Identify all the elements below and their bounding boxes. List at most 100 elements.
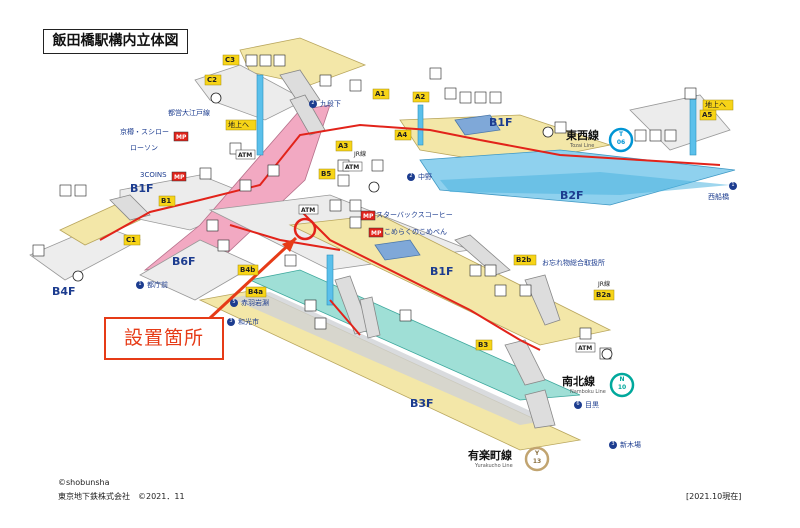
tozai-service-block bbox=[454, 114, 501, 136]
exit-b2b: B2b bbox=[516, 256, 532, 264]
floor-b1f-center: B1F bbox=[430, 265, 454, 278]
namboku-line-name: 南北線 bbox=[562, 375, 595, 388]
floor-b3f: B3F bbox=[410, 397, 434, 410]
namboku-badge bbox=[609, 372, 635, 398]
exit-a3: A3 bbox=[338, 142, 349, 150]
direction-markers bbox=[136, 100, 737, 449]
dir-nishifunabashi: 西船橋 bbox=[708, 193, 729, 201]
svg-text:MP: MP bbox=[371, 230, 382, 237]
label-jr-small: JR線 bbox=[354, 151, 366, 158]
exit-a2: A2 bbox=[415, 93, 426, 101]
label-jr-line: JR線 bbox=[598, 281, 610, 288]
tozai-badge bbox=[608, 127, 634, 153]
dir-num-tochomae: 1 bbox=[138, 281, 142, 287]
floor-b1f-right: B1F bbox=[489, 116, 513, 129]
svg-text:MP: MP bbox=[174, 174, 185, 181]
floor-b6f: B6F bbox=[172, 255, 196, 268]
tozai-line-roman: Tozai Line bbox=[570, 143, 595, 149]
dir-tochomae: 都庁前 bbox=[147, 281, 168, 289]
c-exit-building bbox=[239, 37, 367, 86]
label-lost-found: お忘れ物総合取扱所 bbox=[542, 259, 605, 267]
tozai-line-name: 東西線 bbox=[566, 129, 599, 142]
exit-a4: A4 bbox=[397, 131, 408, 139]
exit-tags bbox=[123, 54, 734, 351]
central-service-block bbox=[374, 239, 421, 261]
tozai-code-letter: T bbox=[618, 131, 624, 138]
facility-icons bbox=[32, 54, 697, 360]
namboku-line-roman: Namboku Line bbox=[570, 389, 606, 395]
footer-shobunsha: ©shobunsha bbox=[58, 478, 110, 487]
yurakucho-badge bbox=[524, 446, 550, 472]
exit-c1: C1 bbox=[126, 236, 137, 244]
escalators bbox=[109, 69, 561, 429]
label-kyobashi: 京樽・スシロー bbox=[120, 128, 169, 136]
exit-b1: B1 bbox=[161, 197, 172, 205]
tozai-b2f-track bbox=[440, 172, 730, 195]
svg-text:ATM: ATM bbox=[301, 207, 315, 214]
floor-b1f-left: B1F bbox=[130, 182, 154, 195]
exit-c2: C2 bbox=[207, 76, 218, 84]
dir-wakoshi: 和光市 bbox=[238, 318, 259, 326]
dir-num-nishifunabashi: 1 bbox=[731, 182, 735, 188]
dir-num-akabane: 5 bbox=[232, 299, 236, 305]
svg-text:ATM: ATM bbox=[238, 152, 252, 159]
namboku-code-number: 10 bbox=[617, 384, 627, 391]
tozai-code-number: 06 bbox=[616, 139, 626, 146]
exit-b4a: B4a bbox=[248, 288, 263, 296]
label-starbucks: スターバックスコーヒー bbox=[376, 211, 453, 219]
namboku-code-letter: N bbox=[619, 376, 625, 383]
label-lawson: ローソン bbox=[130, 144, 158, 152]
atm-mark-4: ATM bbox=[575, 342, 596, 353]
atm-mark-3: ATM bbox=[298, 204, 319, 215]
dir-num-nakano: 2 bbox=[409, 173, 413, 179]
exit-a5: A5 bbox=[702, 111, 713, 119]
dir-shinkiba: 新木場 bbox=[620, 441, 641, 449]
install-arrow-head bbox=[282, 238, 296, 252]
dir-meguro: 目黒 bbox=[585, 401, 599, 409]
atm-mark-1: ATM bbox=[235, 149, 256, 160]
dir-akabane: 赤羽岩淵 bbox=[241, 299, 269, 307]
svg-text:ATM: ATM bbox=[345, 164, 359, 171]
install-location-label: 設置箇所 bbox=[104, 317, 224, 360]
label-komeda: こめらくのこめぺん bbox=[384, 228, 447, 236]
info-icons bbox=[72, 92, 613, 360]
elevator-shafts bbox=[256, 74, 697, 306]
exit-b3: B3 bbox=[478, 341, 489, 349]
dir-num-meguro: 6 bbox=[576, 401, 580, 407]
yurakucho-code-letter: Y bbox=[534, 450, 540, 457]
svg-text:MP: MP bbox=[363, 213, 374, 220]
yurakucho-line-name: 有楽町線 bbox=[468, 449, 512, 462]
b4f-platform-top bbox=[59, 204, 141, 246]
svg-text:MP: MP bbox=[176, 134, 187, 141]
mp-mark-4: MP bbox=[368, 227, 384, 238]
label-chijoue-right: 地上へ bbox=[705, 101, 726, 109]
install-arrow-line bbox=[208, 236, 298, 320]
mp-mark-3: MP bbox=[360, 210, 376, 221]
exit-a1: A1 bbox=[375, 90, 386, 98]
dir-kudanshita: 九段下 bbox=[320, 100, 341, 108]
yurakucho-code-number: 13 bbox=[532, 458, 542, 465]
dir-nakano: 中野 bbox=[418, 173, 432, 181]
b3f-track-grey bbox=[230, 292, 550, 425]
exit-b4b: B4b bbox=[240, 266, 256, 274]
footer-company: 東京地下鉄株式会社 ©2021．11 bbox=[58, 492, 185, 501]
label-3coins: 3COINS bbox=[140, 171, 167, 179]
footer-as-of: [2021.10現在] bbox=[686, 492, 742, 501]
yurakucho-line-roman: Yurakucho Line bbox=[475, 463, 513, 469]
atm-mark-2: ATM bbox=[342, 161, 363, 172]
c-exit-structure bbox=[194, 64, 306, 121]
exit-b5: B5 bbox=[321, 170, 332, 178]
exit-c3: C3 bbox=[225, 56, 236, 64]
install-location-marker bbox=[293, 217, 317, 241]
mp-mark-1: MP bbox=[173, 131, 189, 142]
exit-b2a: B2a bbox=[596, 291, 611, 299]
dir-num-kudanshita: 2 bbox=[311, 100, 315, 106]
floor-b4f: B4F bbox=[52, 285, 76, 298]
map-title: 飯田橋駅構内立体図 bbox=[43, 29, 188, 54]
dir-num-shinkiba: 3 bbox=[611, 441, 615, 447]
label-oedo-transfer: 都営大江戸線 bbox=[168, 109, 210, 117]
mp-mark-2: MP bbox=[171, 171, 187, 182]
floor-b2f: B2F bbox=[560, 189, 584, 202]
label-chijoue-left: 地上へ bbox=[228, 121, 249, 129]
